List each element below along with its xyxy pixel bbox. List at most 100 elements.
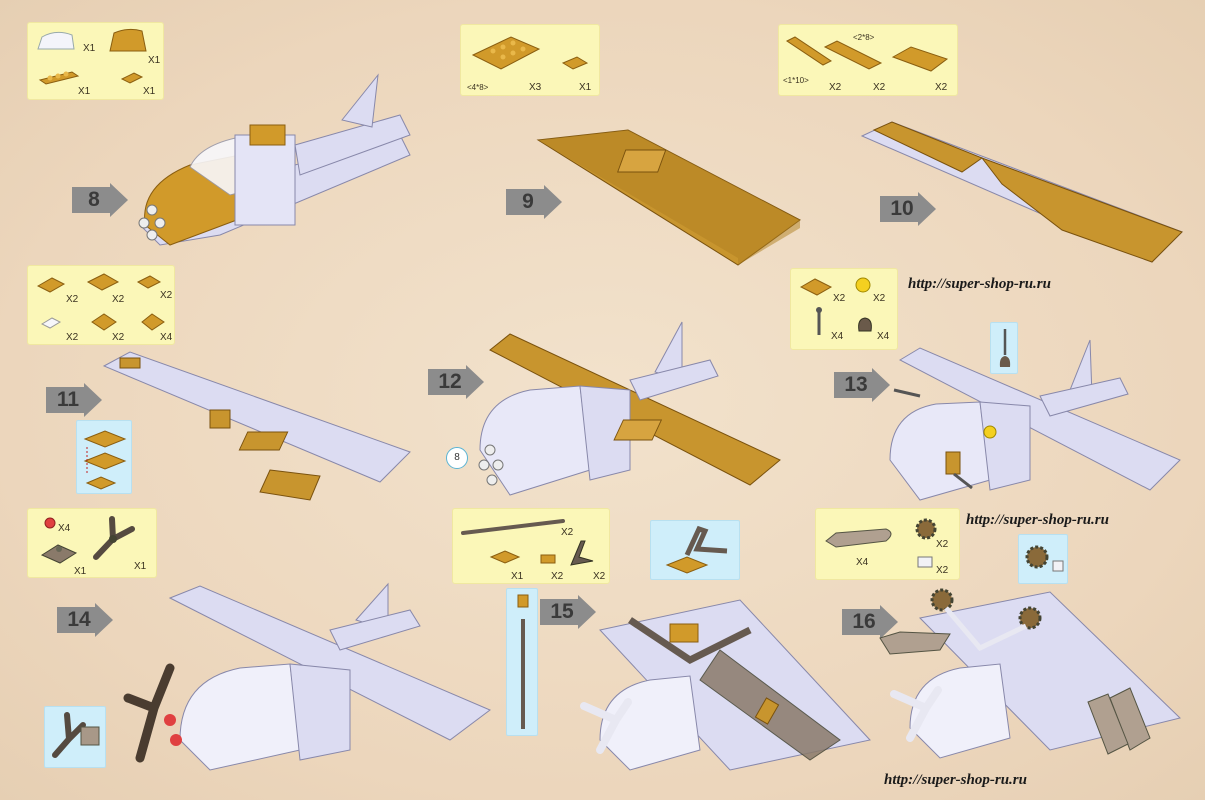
plate-2x2-icon (36, 277, 66, 293)
watermark-url-2[interactable]: http://super-shop-ru.ru (966, 512, 1109, 528)
parts-box-step-10: <2*8> <1*10> X2 X2 X2 (778, 24, 958, 96)
sub-assembly-step-14 (44, 706, 106, 768)
bushing-icon (917, 556, 933, 568)
qty-2: X2 (112, 294, 125, 305)
plate-2x2-tan-icon (799, 278, 833, 296)
qty-5: X2 (112, 332, 125, 343)
qty-6: X4 (160, 332, 173, 343)
qty-canopy: X1 (83, 43, 96, 54)
qty-1: X2 (66, 294, 79, 305)
axle-with-cylinder-icon (517, 594, 529, 729)
long-axle-icon (461, 519, 565, 535)
step-16-label: 16 (842, 605, 908, 639)
qty-14-2: X1 (74, 566, 87, 577)
parts-box-step-14: X4 X1 X1 (27, 508, 157, 578)
step-15-label: 15 (540, 595, 606, 629)
plate-1x10-icon (786, 36, 832, 66)
step-13-label: 13 (834, 368, 900, 402)
propeller-icon (93, 516, 135, 560)
sub-assembly-axle-step-15 (506, 588, 538, 736)
qty-15-1: X2 (561, 527, 574, 538)
step-9-label: 9 (506, 185, 572, 219)
hook-on-plate-icon (665, 525, 728, 574)
airplane-assembly-step-12 (478, 321, 781, 496)
bracket-b-icon (141, 313, 165, 331)
airplane-assembly-step-14 (123, 582, 491, 771)
qty-14-1: X4 (58, 523, 71, 534)
qty-15-2: X1 (511, 571, 524, 582)
wing-assembly-step-11 (102, 351, 411, 501)
fuselage-assembly-step-8 (138, 73, 411, 246)
qty-4: X2 (66, 332, 79, 343)
qty-plate: X1 (78, 86, 91, 97)
tile-2x2-icon (561, 56, 589, 70)
dim-2x8: <2*8> (853, 33, 875, 42)
qty-small-plate: X1 (143, 86, 156, 97)
airplane-assembly-step-16 (879, 588, 1181, 759)
qty-3: X2 (160, 290, 173, 301)
wing-plate-assembly-step-9 (536, 129, 801, 266)
parts-box-step-15: X2 X1 X2 X2 (452, 508, 610, 584)
qty-13-3: X4 (831, 331, 844, 342)
step-12-label: 12 (428, 365, 494, 399)
plate-4x8-icon (471, 36, 541, 70)
parts-box-step-11: X2 X2 X2 X2 X2 X4 (27, 265, 175, 345)
stacked-plates-icon (83, 430, 127, 490)
canopy-piece-icon (37, 31, 75, 50)
plate-1x2-tan-icon (489, 550, 521, 564)
step-14-label: 14 (57, 603, 123, 637)
qty-plate-1x10: X2 (829, 82, 842, 93)
parts-box-step-8: X1 X1 X1 X1 (27, 22, 164, 100)
round-yellow-icon (855, 277, 871, 293)
parts-box-step-16: X4 X2 X2 (815, 508, 960, 580)
gear-icon (915, 518, 937, 540)
plate-2x8-icon (823, 40, 883, 70)
qty-13-4: X4 (877, 331, 890, 342)
qty-tile: X1 (579, 82, 592, 93)
qty-13-2: X2 (873, 293, 886, 304)
wing-assembly-step-10 (860, 121, 1183, 263)
gear-with-bushing-icon (1025, 545, 1064, 572)
qty-wedge-plate: X2 (935, 82, 948, 93)
parts-box-step-9: <4*8> X3 X1 (460, 24, 600, 96)
bomb-icon (825, 528, 892, 548)
tile-white-icon (40, 317, 62, 329)
qty-16-2: X2 (936, 539, 949, 550)
qty-15-4: X2 (593, 571, 606, 582)
step-8-label: 8 (72, 183, 138, 217)
sub-assembly-hook-step-15 (650, 520, 740, 580)
qty-plate-2x8: X2 (873, 82, 886, 93)
plate-1x4-icon (38, 71, 80, 85)
slope-brick-icon (109, 28, 147, 52)
bracket-icon (91, 313, 117, 331)
step-10-label: 10 (880, 192, 946, 226)
wedge-plate-icon (891, 46, 949, 72)
round-brown-icon (858, 317, 872, 332)
qty-16-1: X4 (856, 557, 869, 568)
qty-15-3: X2 (551, 571, 564, 582)
small-plate-icon (120, 72, 144, 84)
rod-with-cap-icon (999, 329, 1011, 367)
qty-13-1: X2 (833, 293, 846, 304)
dim-1x10: <1*10> (783, 76, 809, 85)
plate-2x2b-icon (86, 273, 120, 291)
cylinder-icon (540, 554, 556, 564)
airplane-assembly-step-15 (580, 599, 871, 771)
callout-step-8: 8 (446, 447, 468, 469)
propeller-base-icon (40, 544, 78, 564)
qty-14-3: X1 (134, 561, 147, 572)
red-round-icon (44, 517, 56, 529)
propeller-on-base-icon (52, 712, 100, 758)
parts-box-step-13: X2 X2 X4 X4 (790, 268, 898, 350)
dim-4x8: <4*8> (467, 83, 489, 92)
watermark-url-1[interactable]: http://super-shop-ru.ru (908, 276, 1051, 292)
sub-assembly-step-11 (76, 420, 132, 494)
qty-16-3: X2 (936, 565, 949, 576)
step-11-label: 11 (46, 383, 112, 417)
watermark-url-3[interactable]: http://super-shop-ru.ru (884, 772, 1027, 788)
sub-assembly-step-13 (990, 322, 1018, 374)
antenna-rod-icon (816, 307, 822, 335)
qty-plate-4x8: X3 (529, 82, 542, 93)
sub-assembly-step-16 (1018, 534, 1068, 584)
